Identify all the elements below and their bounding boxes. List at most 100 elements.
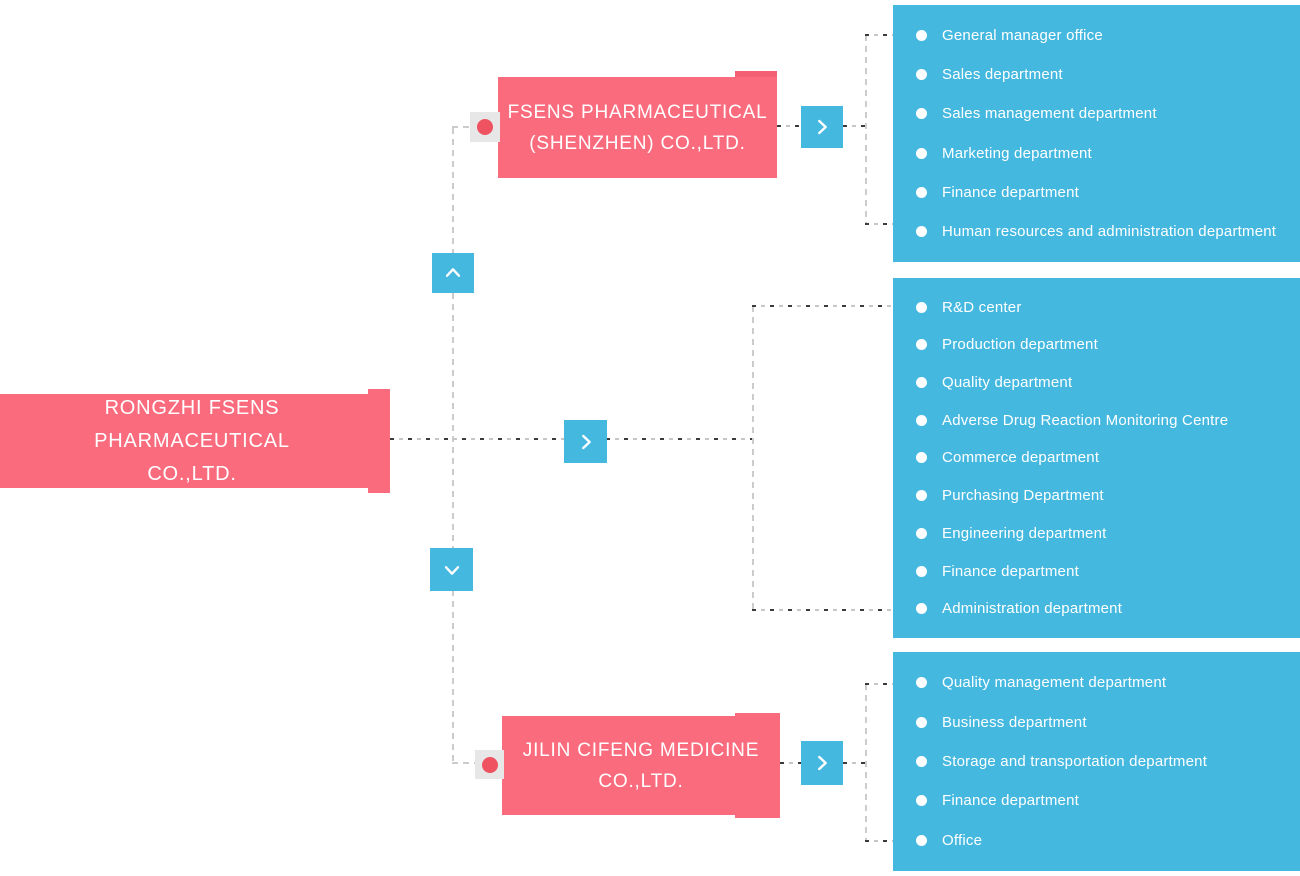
department-label: R&D center [942,298,1022,316]
bullet-icon [916,565,927,577]
connector-stub-top-marker [452,126,470,128]
company-name-line: CO.,LTD. [598,770,684,792]
department-panel-root: R&D center Production department Quality… [893,278,1300,638]
bullet-icon [916,603,927,615]
department-label: Quality management department [942,674,1167,692]
bullet-icon [916,301,927,313]
bullet-icon [916,834,927,846]
company-name-line: RONGZHI FSENS PHARMACEUTICAL [94,396,290,452]
scroll-up-button[interactable] [432,253,474,293]
connector-bracket-middle-last [752,609,893,611]
connector-bracket-middle-first [752,305,893,307]
department-item: Sales management department [916,105,1300,122]
chevron-right-icon [811,752,833,774]
company-name-line: FSENS PHARMACEUTICAL [507,101,768,123]
chevron-up-icon [442,262,464,284]
department-label: Finance department [942,792,1080,810]
bullet-icon [916,414,927,426]
bullet-icon [916,795,927,807]
department-label: General manager office [942,27,1103,45]
department-item: Adverse Drug Reaction Monitoring Centre [916,412,1300,429]
company-name-line: (SHENZHEN) CO.,LTD. [529,132,746,154]
department-item: Finance department [916,563,1300,580]
bullet-icon [916,452,927,464]
connector-stub-bottom-marker [452,762,475,764]
department-item: Engineering department [916,525,1300,542]
connector-bracket-bottom [865,684,867,842]
connector-jilin-to-arrow [780,762,801,764]
connector-main-vertical [452,128,454,764]
department-item: Purchasing Department [916,487,1300,504]
bullet-icon [916,30,927,42]
department-item: Marketing department [916,145,1300,162]
department-label: Finance department [942,183,1080,201]
department-item: R&D center [916,299,1300,316]
connector-bracket-top [865,35,867,225]
department-item: Production department [916,336,1300,353]
bullet-icon [916,490,927,502]
node-marker-top [470,112,500,142]
department-item: Finance department [916,792,1300,809]
chevron-down-icon [441,559,463,581]
connector-bracket-top-first [865,34,893,36]
expand-jilin-departments-button[interactable] [801,741,843,785]
bullet-icon [916,677,927,689]
department-label: Administration department [942,600,1123,618]
department-label: Marketing department [942,144,1092,162]
department-panel-shenzhen: General manager office Sales department … [893,5,1300,262]
department-label: Office [942,831,983,849]
department-label: Adverse Drug Reaction Monitoring Centre [942,411,1229,429]
chevron-right-icon [575,431,597,453]
connector-bracket-top-last [865,223,893,225]
department-item: Administration department [916,600,1300,617]
company-node-shenzhen: FSENS PHARMACEUTICAL (SHENZHEN) CO.,LTD. [498,71,777,178]
bullet-icon [916,527,927,539]
bullet-icon [916,716,927,728]
department-item: Quality management department [916,674,1300,691]
department-item: Commerce department [916,449,1300,466]
department-label: Purchasing Department [942,487,1104,505]
department-panel-jilin: Quality management department Business d… [893,652,1300,871]
expand-shenzhen-departments-button[interactable] [801,106,843,148]
company-node-jilin: JILIN CIFENG MEDICINE CO.,LTD. [502,713,780,818]
company-name-line: JILIN CIFENG MEDICINE [522,739,760,761]
department-label: Engineering department [942,524,1107,542]
department-item: Finance department [916,184,1300,201]
bullet-icon [916,339,927,351]
department-label: Storage and transportation department [942,752,1208,770]
connector-arrow-to-bracket-top [843,125,866,127]
bullet-icon [916,755,927,767]
department-item: Office [916,832,1300,849]
expand-root-departments-button[interactable] [564,420,607,463]
department-label: Human resources and administration depar… [942,222,1277,240]
department-item: Human resources and administration depar… [916,223,1300,240]
department-item: General manager office [916,27,1300,44]
bullet-icon [916,108,927,120]
department-label: Production department [942,336,1098,354]
company-name-line: CO.,LTD. [147,462,237,485]
department-label: Commerce department [942,449,1100,467]
connector-arrow-to-bracket-bottom [843,762,866,764]
red-dot-icon [477,119,493,135]
department-item: Storage and transportation department [916,753,1300,770]
company-node-root: RONGZHI FSENS PHARMACEUTICAL CO.,LTD. [0,389,390,493]
connector-bracket-middle [752,306,754,611]
bullet-icon [916,186,927,198]
red-dot-icon [481,756,498,773]
chevron-right-icon [811,116,833,138]
connector-bracket-bottom-first [865,683,893,685]
bullet-icon [916,147,927,159]
department-label: Quality department [942,374,1073,392]
bullet-icon [916,69,927,81]
department-label: Sales department [942,66,1063,84]
department-item: Business department [916,714,1300,731]
bullet-icon [916,225,927,237]
department-item: Sales department [916,66,1300,83]
scroll-down-button[interactable] [430,548,473,591]
node-marker-bottom [475,750,504,779]
connector-shenzhen-to-arrow [777,125,801,127]
bullet-icon [916,377,927,389]
department-item: Quality department [916,374,1300,391]
connector-bracket-bottom-last [865,840,893,842]
